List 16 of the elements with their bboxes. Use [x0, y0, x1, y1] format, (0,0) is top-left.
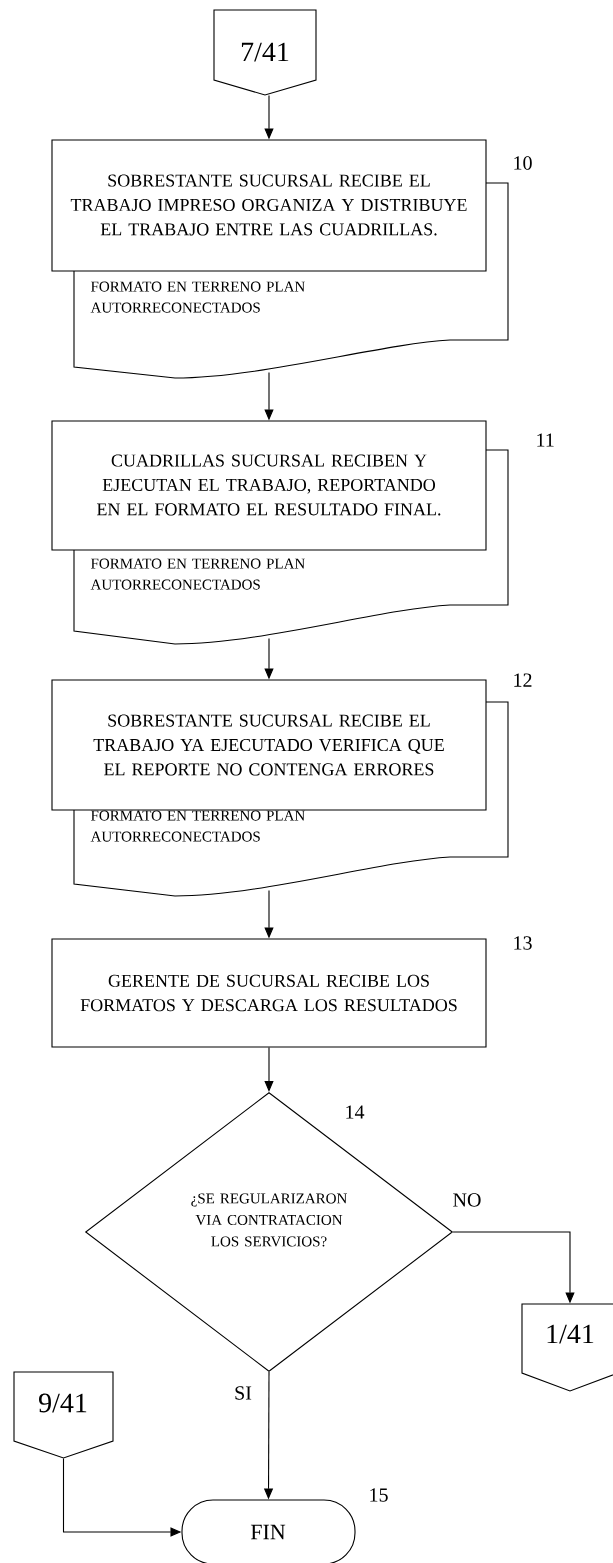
arrow [264, 1047, 274, 1092]
off-page-connector: 1/41 [521, 1303, 613, 1392]
step-number: 12 [514, 673, 532, 687]
step-number: 10 [514, 156, 532, 170]
process-box: SOBRESTANTE SUCURSAL RECIBE EL TRABAJO IMPRESO ORGANIZA Y DISTRIBUYE EL TRABAJO ENTRE LAS CUADRILLAS. [51, 139, 487, 272]
step-number: 15 [370, 1488, 388, 1502]
step-number: 13 [514, 936, 532, 950]
off-page-connector: 7/41 [213, 9, 317, 96]
edge-label: NO [451, 1192, 483, 1208]
step-number: 11 [537, 433, 554, 447]
off-page-connector: 9/41 [13, 1371, 114, 1459]
process-box: CUADRILLAS SUCURSAL RECIBEN Y EJECUTAN EL TRABAJO, REPORTANDO EN EL FORMATO EL RESULTADO FINAL. [51, 420, 487, 551]
process-box: SOBRESTANTE SUCURSAL RECIBE EL TRABAJO YA EJECUTADO VERIFICA QUE EL REPORTE NO CONTENGA ERRORES [51, 679, 487, 811]
process-box: GERENTE DE SUCURSAL RECIBE LOS FORMATOS Y DESCARGA LOS RESULTADOS [51, 938, 487, 1048]
edge-label: SI [233, 1385, 253, 1401]
step-number: 14 [346, 1105, 365, 1119]
